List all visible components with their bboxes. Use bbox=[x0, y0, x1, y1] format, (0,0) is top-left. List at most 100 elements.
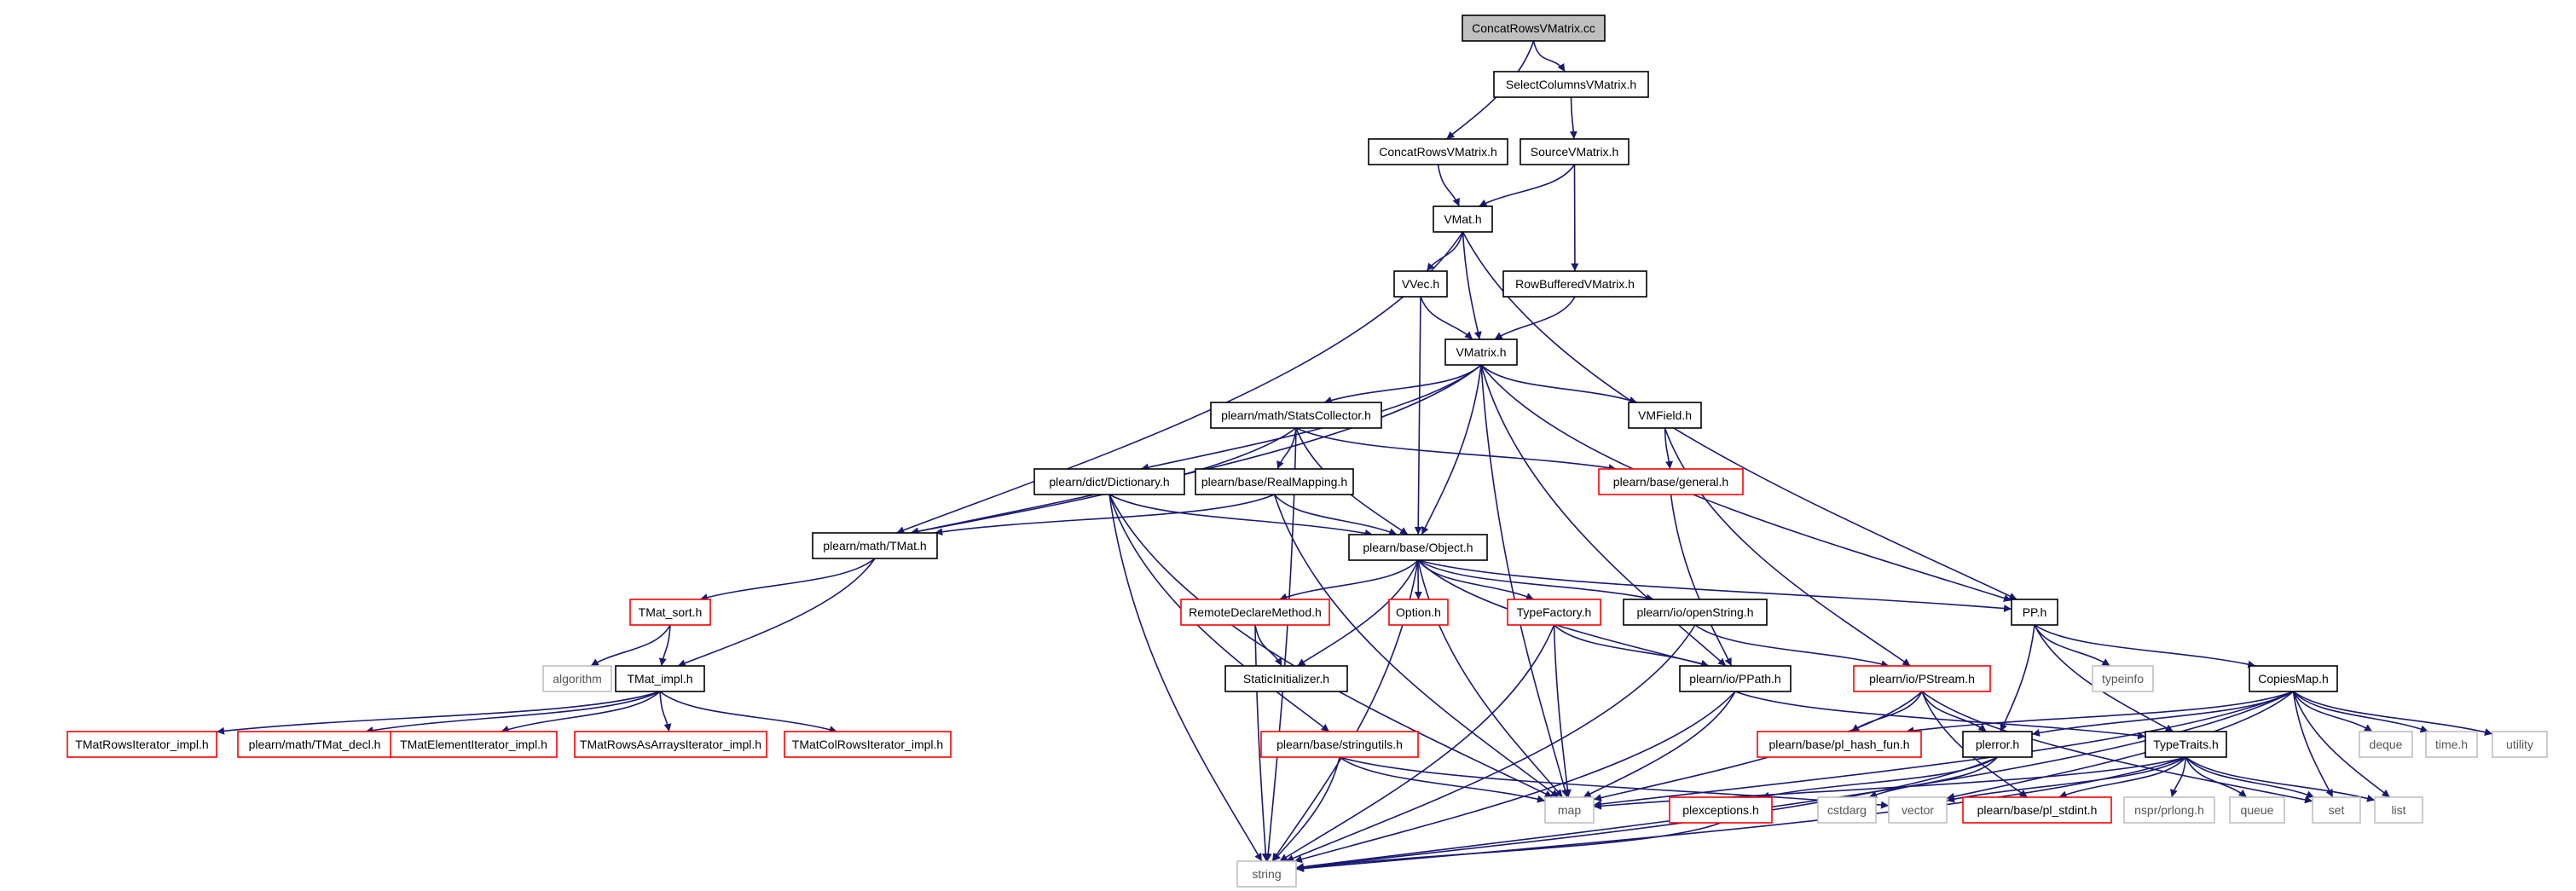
node-rowbufferedvmatrix-h[interactable]: RowBufferedVMatrix.h bbox=[1502, 270, 1647, 298]
edge-object-h-to-openstring-h bbox=[1417, 559, 1654, 602]
node-plearn-math-tmat-decl-h[interactable]: plearn/math/TMat_decl.h bbox=[237, 731, 392, 758]
node-plearn-dict-dictionary-h[interactable]: plearn/dict/Dictionary.h bbox=[1033, 468, 1185, 495]
node-vmat-h[interactable]: VMat.h bbox=[1433, 205, 1493, 233]
node-plearn-base-general-h[interactable]: plearn/base/general.h bbox=[1598, 468, 1744, 495]
edge-plerror-h-to-cstdarg bbox=[1868, 756, 1999, 799]
edge-vmatrix-h-to-statscollector-h bbox=[1323, 364, 1482, 404]
node-staticinitializer-h[interactable]: StaticInitializer.h bbox=[1224, 665, 1348, 692]
edge-pp-h-to-typeinfo bbox=[2034, 624, 2110, 667]
node-tmat-impl-h[interactable]: TMat_impl.h bbox=[615, 665, 705, 692]
node-remotedeclaremethod-h[interactable]: RemoteDeclareMethod.h bbox=[1180, 599, 1330, 626]
node-box bbox=[1444, 338, 1518, 366]
node-plearn-base-pl-hash-fun-h[interactable]: plearn/base/pl_hash_fun.h bbox=[1757, 731, 1922, 758]
node-concatrowsvmatrix-cc[interactable]: ConcatRowsVMatrix.cc bbox=[1462, 14, 1606, 42]
node-tmatrowsasarraysiterator-impl-h[interactable]: TMatRowsAsArraysIterator_impl.h bbox=[574, 731, 767, 758]
edge-object-h-to-staticinitializer-h bbox=[1297, 559, 1419, 667]
edge-object-h-to-map bbox=[1417, 559, 1564, 798]
edge-tmat-h-to-tmat-sort-h bbox=[699, 558, 876, 601]
node-concatrowsvmatrix-h[interactable]: ConcatRowsVMatrix.h bbox=[1368, 138, 1508, 165]
node-tmatelementiterator-impl-h[interactable]: TMatElementIterator_impl.h bbox=[390, 731, 558, 758]
node-label: SelectColumnsVMatrix.h bbox=[1506, 78, 1636, 91]
node-label: vector bbox=[1902, 803, 1934, 817]
node-vmatrix-h[interactable]: VMatrix.h bbox=[1444, 338, 1518, 366]
node-nspr-prlong-h[interactable]: nspr/prlong.h bbox=[2123, 796, 2215, 824]
node-plerror-h[interactable]: plerror.h bbox=[1962, 731, 2033, 758]
node-tmatrowsiterator-impl-h[interactable]: TMatRowsIterator_impl.h bbox=[67, 731, 217, 758]
node-tmat-sort-h[interactable]: TMat_sort.h bbox=[629, 599, 711, 626]
node-box bbox=[1623, 599, 1768, 626]
node-plearn-math-tmat-h[interactable]: plearn/math/TMat.h bbox=[812, 532, 938, 559]
node-box bbox=[390, 731, 558, 758]
node-map[interactable]: map bbox=[1544, 796, 1595, 824]
node-vector[interactable]: vector bbox=[1888, 796, 1948, 824]
edge-sourcevmatrix-h-to-vmat-h bbox=[1479, 164, 1576, 207]
node-box bbox=[1679, 665, 1792, 692]
node-option-h[interactable]: Option.h bbox=[1388, 599, 1449, 626]
node-plearn-base-stringutils-h[interactable]: plearn/base/stringutils.h bbox=[1260, 731, 1419, 758]
node-box bbox=[1888, 796, 1948, 824]
node-time-h[interactable]: time.h bbox=[2425, 731, 2478, 758]
node-string[interactable]: string bbox=[1236, 860, 1297, 888]
node-label: typeinfo bbox=[2102, 672, 2144, 686]
node-utility[interactable]: utility bbox=[2492, 731, 2548, 758]
node-box bbox=[1180, 599, 1330, 626]
node-label: queue bbox=[2241, 803, 2274, 817]
edge-typefactory-h-to-ppath-h bbox=[1553, 624, 1710, 668]
edge-openstring-h-to-pstream-h bbox=[1694, 624, 1890, 668]
node-typetraits-h[interactable]: TypeTraits.h bbox=[2145, 731, 2227, 758]
node-typeinfo[interactable]: typeinfo bbox=[2092, 665, 2154, 692]
node-plearn-io-ppath-h[interactable]: plearn/io/PPath.h bbox=[1679, 665, 1792, 692]
node-label: plearn/base/RealMapping.h bbox=[1201, 475, 1347, 489]
node-label: deque bbox=[2370, 738, 2403, 751]
node-box bbox=[542, 665, 612, 692]
node-set[interactable]: set bbox=[2312, 796, 2361, 824]
edge-copiesmap-h-to-vector bbox=[1946, 691, 2295, 801]
node-vvec-h[interactable]: VVec.h bbox=[1393, 270, 1448, 298]
node-plearn-io-openstring-h[interactable]: plearn/io/openString.h bbox=[1623, 599, 1768, 626]
node-label: plearn/base/general.h bbox=[1613, 475, 1728, 489]
node-box bbox=[1033, 468, 1185, 495]
edge-statscollector-h-to-realmapping-h bbox=[1276, 427, 1297, 470]
node-sourcevmatrix-h[interactable]: SourceVMatrix.h bbox=[1520, 138, 1630, 165]
node-typefactory-h[interactable]: TypeFactory.h bbox=[1507, 599, 1601, 626]
edge-copiesmap-h-to-deque bbox=[2292, 691, 2373, 732]
node-label: time.h bbox=[2435, 738, 2468, 751]
node-label: CopiesMap.h bbox=[2258, 672, 2329, 686]
node-list[interactable]: list bbox=[2374, 796, 2423, 824]
node-box bbox=[1195, 468, 1354, 495]
edge-stringutils-h-to-vector bbox=[1339, 756, 1890, 809]
node-box bbox=[1853, 665, 1991, 692]
node-tmatcolrowsiterator-impl-h[interactable]: TMatColRowsIterator_impl.h bbox=[784, 731, 952, 758]
node-box bbox=[1388, 599, 1449, 626]
node-box bbox=[1260, 731, 1419, 758]
node-cstdarg[interactable]: cstdarg bbox=[1817, 796, 1877, 824]
node-selectcolumnsvmatrix-h[interactable]: SelectColumnsVMatrix.h bbox=[1493, 71, 1649, 98]
node-plearn-math-statscollector-h[interactable]: plearn/math/StatsCollector.h bbox=[1210, 402, 1382, 429]
edge-tmat-h-to-tmat-impl-h bbox=[677, 558, 876, 667]
node-label: plerror.h bbox=[1976, 738, 2019, 751]
node-label: RemoteDeclareMethod.h bbox=[1189, 605, 1322, 619]
node-plexceptions-h[interactable]: plexceptions.h bbox=[1669, 796, 1773, 824]
node-plearn-base-object-h[interactable]: plearn/base/Object.h bbox=[1348, 534, 1488, 561]
node-vmfield-h[interactable]: VMField.h bbox=[1628, 402, 1702, 429]
node-box bbox=[2092, 665, 2154, 692]
node-box bbox=[1628, 402, 1702, 429]
edge-dictionary-h-to-stringutils-h bbox=[1109, 494, 1330, 732]
node-box bbox=[1507, 599, 1601, 626]
node-label: ConcatRowsVMatrix.h bbox=[1379, 145, 1497, 159]
node-box bbox=[2425, 731, 2478, 758]
node-pp-h[interactable]: PP.h bbox=[2011, 599, 2058, 626]
edge-realmapping-h-to-tmat-h bbox=[935, 494, 1275, 536]
node-label: PP.h bbox=[2023, 605, 2047, 619]
node-copiesmap-h[interactable]: CopiesMap.h bbox=[2249, 665, 2338, 692]
node-queue[interactable]: queue bbox=[2229, 796, 2285, 824]
node-plearn-base-pl-stdint-h[interactable]: plearn/base/pl_stdint.h bbox=[1962, 796, 2112, 824]
node-plearn-base-realmapping-h[interactable]: plearn/base/RealMapping.h bbox=[1195, 468, 1354, 495]
node-label: TMat_sort.h bbox=[639, 605, 703, 619]
node-deque[interactable]: deque bbox=[2359, 731, 2413, 758]
node-label: TMatElementIterator_impl.h bbox=[400, 738, 547, 751]
node-label: StaticInitializer.h bbox=[1243, 672, 1329, 686]
node-plearn-io-pstream-h[interactable]: plearn/io/PStream.h bbox=[1853, 665, 1991, 692]
node-algorithm[interactable]: algorithm bbox=[542, 665, 612, 692]
edge-tmat-impl-h-to-tmat-decl-h bbox=[365, 691, 661, 734]
